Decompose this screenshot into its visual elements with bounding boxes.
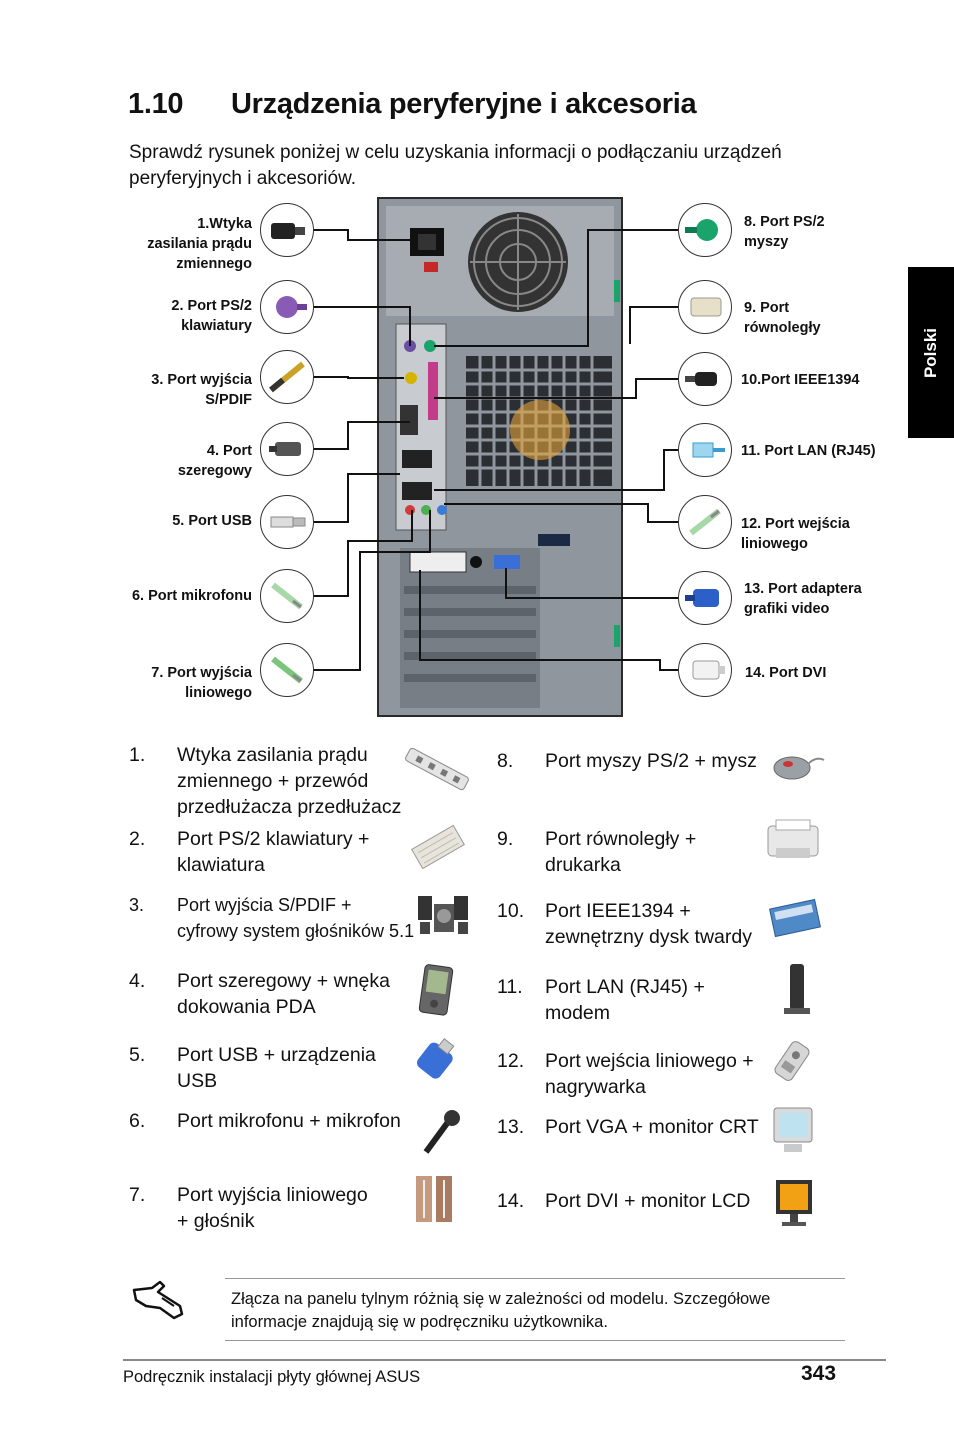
note-text: Złącza na panelu tylnym różnią się w zal… <box>231 1290 771 1331</box>
list-item-1: 1. Wtyka zasilania prądu zmiennego + prz… <box>129 744 402 818</box>
list-item-4: 4. Port szeregowy + wnęka dokowania PDA <box>129 970 390 1018</box>
power-strip-icon <box>405 747 469 791</box>
lan-plug-icon <box>678 423 732 477</box>
power-plug-icon <box>260 203 314 257</box>
ps2-mouse-plug-icon <box>678 203 732 257</box>
list-item-14: 14. Port DVI + monitor LCD <box>497 1190 751 1212</box>
spdif-plug-icon <box>260 350 314 404</box>
list-item-7: 7. Port wyjścia liniowego + głośnik <box>129 1184 368 1232</box>
speaker-system-icon <box>418 896 468 934</box>
mouse-icon <box>773 756 825 780</box>
note-hand-icon <box>132 1280 184 1320</box>
note-top-rule <box>225 1278 845 1279</box>
note-bottom-rule <box>225 1340 845 1341</box>
diagram-label-5: 5. Port USB <box>172 513 252 529</box>
list-item-5: 5. Port USB + urządzenia USB <box>129 1044 376 1092</box>
speaker-icon <box>416 1176 452 1222</box>
list-item-11: 11. Port LAN (RJ45) + modem <box>497 976 705 1024</box>
list-item-2: 2. Port PS/2 klawiatury + klawiatura <box>129 828 370 876</box>
ieee1394-plug-icon <box>678 352 732 406</box>
recorder-icon <box>774 1041 810 1081</box>
ps2-keyboard-plug-icon <box>260 280 314 334</box>
diagram-label-10: 10.Port IEEE1394 <box>741 372 860 388</box>
crt-monitor-icon <box>773 1107 813 1152</box>
line-in-plug-icon <box>678 495 732 549</box>
footer-text: Podręcznik instalacji płyty głównej ASUS <box>123 1368 421 1386</box>
serial-plug-icon <box>260 422 314 476</box>
language-tab: Polski <box>908 267 954 438</box>
list-item-3: 3. Port wyjścia S/PDIF + cyfrowy system … <box>129 895 415 941</box>
microphone-plug-icon <box>260 569 314 623</box>
dvi-plug-icon <box>678 643 732 697</box>
usb-plug-icon <box>260 495 314 549</box>
intro-text: Sprawdź rysunek poniżej w celu uzyskania… <box>129 142 782 189</box>
microphone-icon <box>423 1110 460 1154</box>
line-out-plug-icon <box>260 643 314 697</box>
section-number: 1.10 <box>128 88 184 120</box>
diagram-label-14: 14. Port DVI <box>745 665 827 681</box>
external-hard-drive-icon <box>768 898 822 938</box>
footer-rule <box>123 1359 886 1361</box>
printer-icon <box>767 819 819 858</box>
list-item-9: 9. Port równoległy + drukarka <box>497 828 697 876</box>
back-panel-diagram <box>312 197 678 717</box>
diagram-label-6: 6. Port mikrofonu <box>131 588 252 604</box>
vga-plug-icon <box>678 571 732 625</box>
list-item-12: 12. Port wejścia liniowego + nagrywarka <box>497 1050 754 1098</box>
keyboard-icon <box>411 824 465 870</box>
page-number: 343 <box>801 1362 837 1385</box>
list-item-10: 10. Port IEEE1394 + zewnętrzny dysk twar… <box>497 900 752 948</box>
pda-icon <box>418 964 454 1016</box>
lcd-monitor-icon <box>776 1180 812 1226</box>
diagram-label-11: 11. Port LAN (RJ45) <box>741 443 876 459</box>
parallel-plug-icon <box>678 280 732 334</box>
modem-icon <box>784 964 810 1014</box>
list-item-13: 13. Port VGA + monitor CRT <box>497 1116 759 1138</box>
section-title: Urządzenia peryferyjne i akcesoria <box>231 88 697 120</box>
list-item-8: 8. Port myszy PS/2 + mysz <box>497 750 757 772</box>
list-item-6: 6. Port mikrofonu + mikrofon <box>129 1110 401 1132</box>
usb-drive-icon <box>416 1038 455 1079</box>
page-title: 1.10 Urządzenia peryferyjne i akcesoria <box>128 88 697 121</box>
